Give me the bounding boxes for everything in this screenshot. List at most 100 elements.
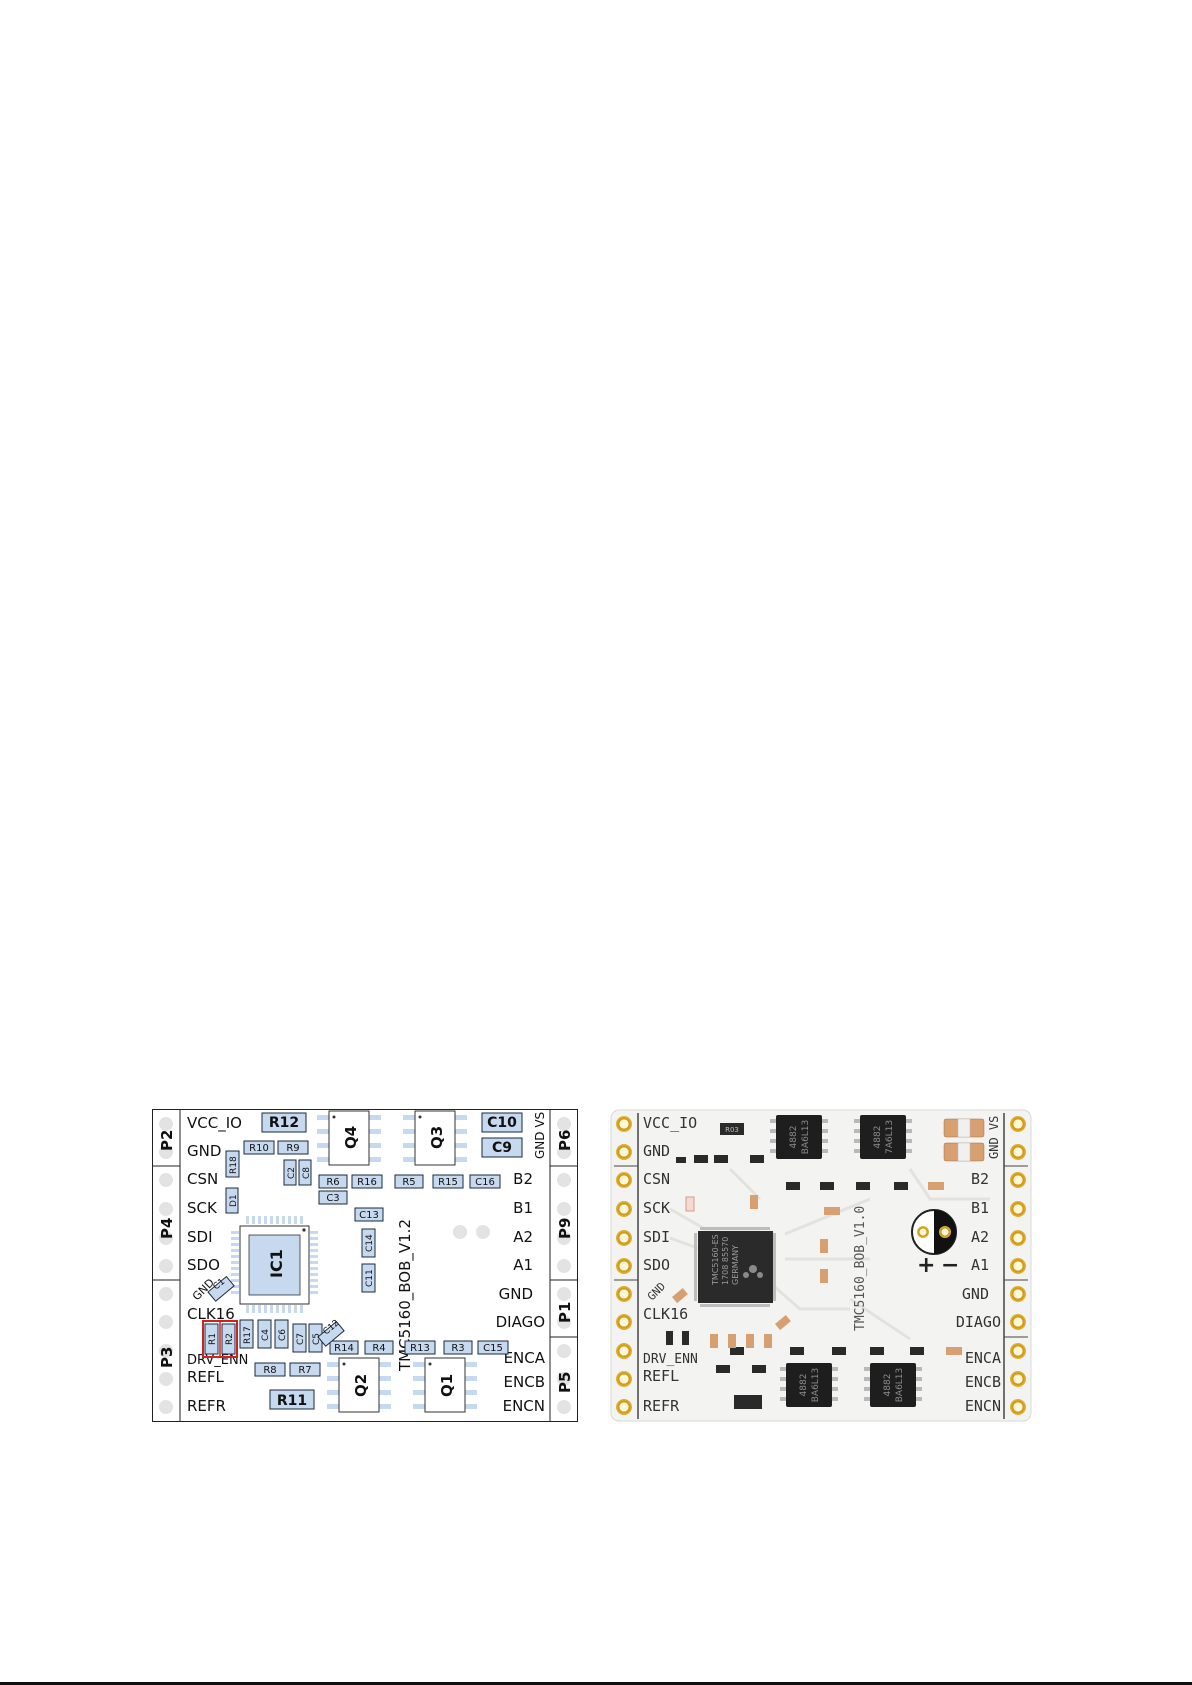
photo-pin-label-drv-enn: DRV_ENN xyxy=(643,1352,698,1367)
part-label-r6: R6 xyxy=(326,1177,339,1188)
pin-label-sdo: SDO xyxy=(187,1256,220,1274)
part-c1 xyxy=(207,1275,235,1302)
part-c13 xyxy=(354,1207,384,1222)
mosfet-q4 xyxy=(328,1110,370,1166)
photo-pin-label-sdo: SDO xyxy=(643,1256,670,1274)
part-c7 xyxy=(292,1323,307,1353)
part-label-r5: R5 xyxy=(402,1177,415,1188)
part-d1 xyxy=(225,1187,239,1214)
photo-pin-label-refr: REFR xyxy=(643,1397,680,1415)
part-label-r9: R9 xyxy=(286,1143,299,1154)
pin-label-refr: REFR xyxy=(187,1397,226,1415)
photo-pin-label-diago: DIAGO xyxy=(956,1313,1001,1331)
photo-pin-label-gnd-right: GND xyxy=(962,1285,989,1303)
pin-label-clk16: CLK16 xyxy=(187,1305,235,1323)
part-r8 xyxy=(254,1362,286,1377)
part-label-c14: C14 xyxy=(365,1234,375,1252)
part-r14 xyxy=(329,1340,359,1355)
pin-label-encn: ENCN xyxy=(503,1397,545,1415)
photo-gnd-vs-label: GND VS xyxy=(987,1116,1001,1159)
pin-label-b1: B1 xyxy=(513,1199,533,1217)
photo-pin-label-gnd: GND xyxy=(643,1142,670,1160)
pin-label-a2: A2 xyxy=(513,1228,533,1246)
part-r7 xyxy=(289,1362,321,1377)
trinamic-logo-icon xyxy=(743,1265,763,1278)
part-label-c4: C4 xyxy=(261,1329,271,1341)
mosfet-label-q3: Q3 xyxy=(428,1126,446,1149)
pin-label-diago: DIAGO xyxy=(496,1313,545,1331)
photo-pin-label-sck: SCK xyxy=(643,1199,670,1217)
photo-pin-label-clk16: CLK16 xyxy=(643,1305,688,1323)
pin-label-b2: B2 xyxy=(513,1170,533,1188)
part-c12 xyxy=(317,1320,345,1347)
pin-label-enca: ENCA xyxy=(504,1349,546,1367)
part-label-r13: R13 xyxy=(410,1343,430,1354)
part-c2 xyxy=(283,1159,297,1186)
photo-chip-line-2: 1708 85570 xyxy=(721,1237,730,1285)
photo-mosfet-1 xyxy=(776,1115,822,1159)
photo-mosfet-3-mark-2: BA6L13 xyxy=(811,1368,821,1403)
part-label-r4: R4 xyxy=(372,1343,385,1354)
pin-label-sck: SCK xyxy=(187,1199,218,1217)
part-label-c9: C9 xyxy=(492,1140,512,1156)
part-label-c15: C15 xyxy=(483,1343,503,1354)
part-r9 xyxy=(277,1140,309,1155)
ic1-label: IC1 xyxy=(267,1249,286,1278)
pcb-layout-diagram: P2 P4 P3 P6 P9 P1 P5 VCC_IO GND CSN SCK … xyxy=(152,1109,578,1422)
part-c6 xyxy=(274,1319,289,1349)
photo-pin-label-csn: CSN xyxy=(643,1170,670,1188)
part-r1 xyxy=(204,1323,219,1355)
bottom-rule xyxy=(0,1682,1192,1685)
part-label-c5: C5 xyxy=(312,1333,322,1345)
ic1-pads xyxy=(231,1216,318,1313)
part-c11 xyxy=(361,1263,376,1293)
connector-p6: P6 xyxy=(556,1130,574,1151)
part-r3 xyxy=(443,1340,473,1355)
photo-pin-label-refl: REFL xyxy=(643,1367,679,1385)
photo-board-name: TMC5160_BOB_V1.0 xyxy=(853,1206,868,1331)
photo-pin-label-b1: B1 xyxy=(971,1199,989,1217)
part-r12 xyxy=(261,1112,307,1133)
photo-r03-label: R03 xyxy=(725,1126,739,1134)
part-label-r17: R17 xyxy=(243,1326,253,1344)
photo-mosfet-4-mark-1: 4882 xyxy=(883,1374,893,1397)
pin-label-gnd-right: GND xyxy=(499,1285,533,1303)
part-label-c7: C7 xyxy=(296,1333,306,1345)
connector-p2: P2 xyxy=(158,1130,176,1151)
part-label-r3: R3 xyxy=(451,1343,464,1354)
photo-mosfet-leads xyxy=(770,1119,922,1401)
part-label-r14: R14 xyxy=(334,1343,354,1354)
part-label-c13: C13 xyxy=(359,1210,379,1221)
photo-pin-label-b2: B2 xyxy=(971,1170,989,1188)
pin-label-vcc-io: VCC_IO xyxy=(187,1114,242,1133)
part-label-r8: R8 xyxy=(263,1365,276,1376)
pcb-photo: VCC_IO GND CSN SCK SDI SDO CLK16 DRV_ENN… xyxy=(610,1109,1032,1422)
connector-p1: P1 xyxy=(556,1302,574,1323)
part-label-r15: R15 xyxy=(438,1177,458,1188)
photo-pin-label-enca: ENCA xyxy=(965,1349,1001,1367)
photo-mosfet-2-mark-1: 4882 xyxy=(873,1126,883,1149)
mosfet-q3 xyxy=(414,1110,456,1166)
part-r17 xyxy=(239,1319,254,1349)
photo-mosfet-4 xyxy=(870,1363,916,1407)
part-label-c3: C3 xyxy=(326,1193,339,1204)
part-r6 xyxy=(318,1174,348,1189)
photo-pin-label-a2: A2 xyxy=(971,1228,989,1246)
ic1-thermal-pad xyxy=(248,1234,301,1296)
pin-label-a1: A1 xyxy=(513,1256,533,1274)
mosfet-label-q4: Q4 xyxy=(342,1126,360,1149)
photo-mosfet-4-mark-2: BA6L13 xyxy=(895,1368,905,1403)
part-label-r2: R2 xyxy=(225,1333,235,1345)
part-label-c8: C8 xyxy=(302,1167,312,1179)
part-label-c16: C16 xyxy=(475,1177,495,1188)
photo-mosfet-2-mark-2: 7A6L13 xyxy=(885,1120,895,1154)
part-label-r10: R10 xyxy=(249,1143,269,1154)
photo-pin-label-encb: ENCB xyxy=(965,1373,1001,1391)
part-r10 xyxy=(243,1140,275,1155)
part-label-r18: R18 xyxy=(229,1156,239,1174)
part-label-r12: R12 xyxy=(269,1115,299,1131)
pin-label-csn: CSN xyxy=(187,1170,218,1188)
photo-mosfet-2 xyxy=(860,1115,906,1159)
part-label-c10: C10 xyxy=(487,1115,517,1131)
part-label-r1: R1 xyxy=(208,1333,218,1345)
